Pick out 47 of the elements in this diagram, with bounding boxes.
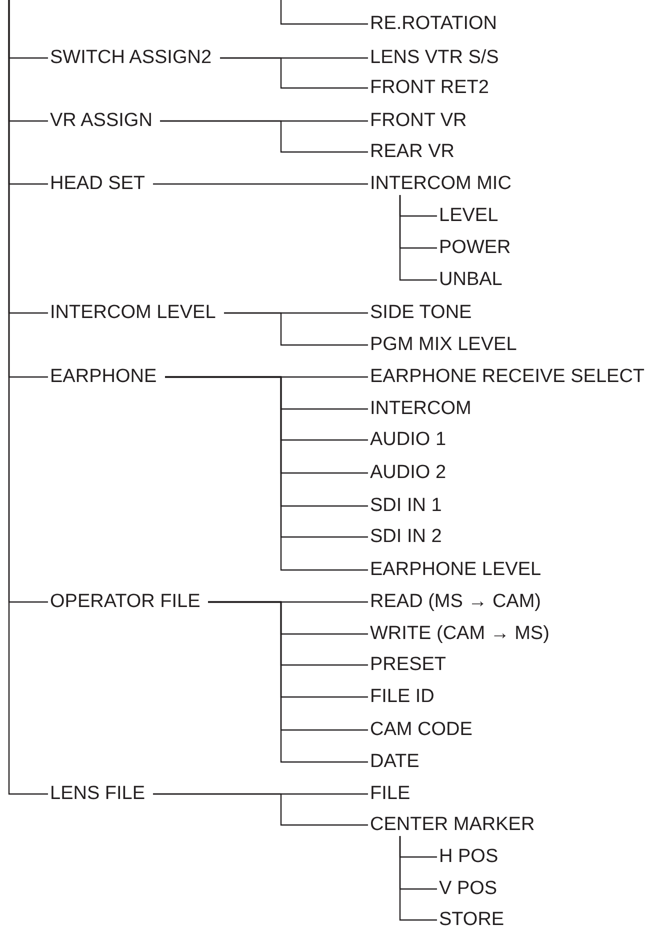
menu-item: READ (MS → CAM) xyxy=(368,591,541,613)
menu-item: HEAD SET xyxy=(48,173,146,195)
connector-line xyxy=(280,0,368,25)
menu-item: SWITCH ASSIGN2 xyxy=(48,47,212,69)
menu-item: INTERCOM MIC xyxy=(368,173,512,195)
menu-item: V POS xyxy=(437,878,498,900)
menu-item: EARPHONE xyxy=(48,366,157,388)
menu-item: FILE ID xyxy=(368,686,434,708)
connector-line xyxy=(165,376,368,571)
menu-item: SDI IN 1 xyxy=(368,495,442,517)
menu-item: SIDE TONE xyxy=(368,302,472,324)
connector-line xyxy=(153,793,368,826)
menu-item: UNBAL xyxy=(437,269,502,291)
connector-line xyxy=(220,57,368,89)
menu-item: STORE xyxy=(437,909,504,931)
menu-item: INTERCOM xyxy=(368,398,472,420)
menu-item: AUDIO 2 xyxy=(368,462,446,484)
menu-item: PRESET xyxy=(368,654,446,676)
menu-item: CAM CODE xyxy=(368,719,472,741)
connector-line xyxy=(160,120,368,153)
menu-item: REAR VR xyxy=(368,141,454,163)
connector-line xyxy=(208,601,368,763)
menu-item: DATE xyxy=(368,751,420,773)
menu-item: H POS xyxy=(437,846,498,868)
menu-item: OPERATOR FILE xyxy=(48,591,200,613)
menu-item: SDI IN 2 xyxy=(368,526,442,548)
menu-item: EARPHONE RECEIVE SELECT xyxy=(368,366,645,388)
menu-item: VR ASSIGN xyxy=(48,110,152,132)
menu-item: FILE xyxy=(368,783,410,805)
connector-line xyxy=(153,183,368,185)
connector-line xyxy=(399,195,437,281)
connector-line xyxy=(224,312,368,346)
menu-item: LENS VTR S/S xyxy=(368,47,499,69)
menu-item: AUDIO 1 xyxy=(368,429,446,451)
menu-item: PGM MIX LEVEL xyxy=(368,334,517,356)
menu-item: EARPHONE LEVEL xyxy=(368,559,542,581)
menu-item: LEVEL xyxy=(437,205,498,227)
menu-item: WRITE (CAM → MS) xyxy=(368,623,550,645)
menu-item: POWER xyxy=(437,237,511,259)
menu-item: INTERCOM LEVEL xyxy=(48,302,216,324)
connector-line xyxy=(399,836,437,921)
menu-item: LENS FILE xyxy=(48,783,146,805)
connector-line xyxy=(8,0,48,795)
menu-item: RE.ROTATION xyxy=(368,13,498,35)
menu-item: CENTER MARKER xyxy=(368,814,535,836)
menu-item: FRONT VR xyxy=(368,110,467,132)
menu-item: FRONT RET2 xyxy=(368,77,489,99)
